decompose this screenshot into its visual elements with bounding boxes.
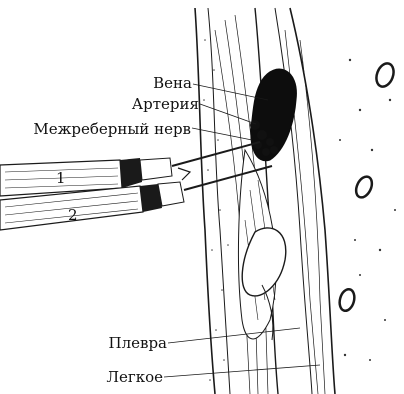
label-nerve: Межреберный нерв xyxy=(33,120,191,138)
syringe-lower-number: 2 xyxy=(68,206,78,224)
label-pleura: Плевра xyxy=(109,334,168,352)
label-vein: Вена xyxy=(153,74,192,92)
syringe-upper-number: 1 xyxy=(56,169,66,187)
label-artery: Артерия xyxy=(132,95,199,113)
label-lung: Легкое xyxy=(106,368,163,386)
